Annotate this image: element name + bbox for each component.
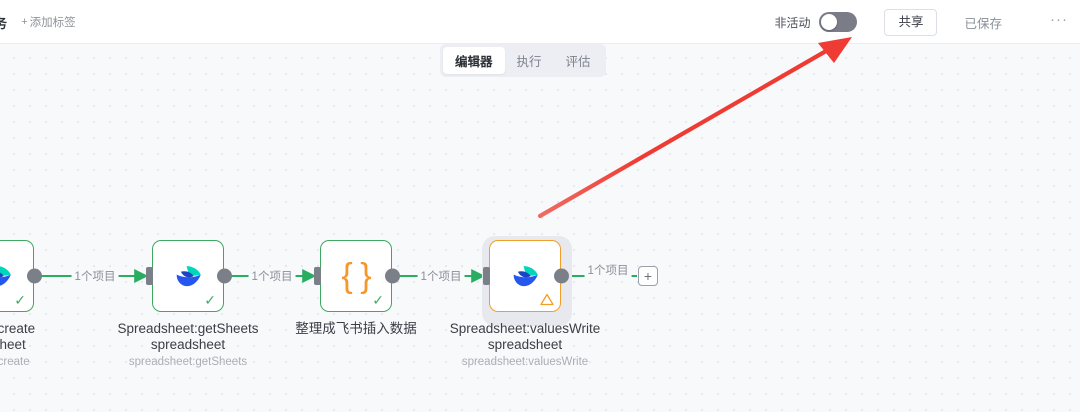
node-output-port[interactable]: [554, 268, 569, 284]
node-status-check-icon: ✓: [14, 292, 26, 308]
code-braces-icon: { }: [341, 257, 371, 295]
node-input-port[interactable]: [146, 267, 153, 285]
tab-evaluations[interactable]: 评估: [565, 55, 591, 69]
feishu-icon: [513, 266, 538, 287]
feishu-icon: [176, 266, 201, 287]
node-lark-spreadsheet-valueswrite[interactable]: [483, 240, 569, 312]
edge-label-2: 1个项目: [248, 268, 296, 284]
plus-icon: +: [21, 15, 28, 28]
node-input-port[interactable]: [314, 267, 321, 285]
node-output-port[interactable]: [27, 268, 42, 284]
toggle-knob: [821, 14, 838, 30]
activation-toggle[interactable]: [819, 12, 858, 32]
header-right-group: 非活动 共享 已保存 ···: [774, 0, 1074, 44]
header-left-group: 务 + 添加标签: [0, 0, 76, 44]
top-header-bar: 务 + 添加标签 非活动 共享 已保存 ···: [0, 0, 1080, 44]
workflow-name[interactable]: 务: [0, 15, 8, 31]
node-status-check-icon: ✓: [372, 292, 384, 308]
share-button[interactable]: 共享: [884, 8, 938, 36]
tab-executions[interactable]: 执行: [516, 55, 542, 69]
add-node-button[interactable]: +: [638, 266, 658, 286]
workflow-canvas[interactable]: 1个项目 1个项目 1个项目 1个项目 ✓ sheet:create eadsh…: [0, 44, 1080, 412]
node-lark-spreadsheet-getsheets[interactable]: ✓: [146, 240, 232, 312]
edge-label-3: 1个项目: [417, 268, 465, 284]
feishu-icon: [0, 266, 11, 286]
tab-editor[interactable]: 编辑器: [443, 47, 505, 74]
node-output-port[interactable]: [217, 268, 232, 284]
add-tag-button[interactable]: + 添加标签: [21, 14, 75, 30]
node-lark-spreadsheet-create[interactable]: ✓: [0, 240, 42, 312]
node-status-check-icon: ✓: [204, 292, 216, 308]
activation-state-label: 非活动: [774, 15, 811, 30]
add-tag-label: 添加标签: [29, 17, 76, 29]
connection-edges: [38, 269, 637, 283]
node-status-warning-icon: [540, 293, 554, 306]
more-options-icon[interactable]: ···: [1050, 11, 1068, 28]
editor-tabs: 编辑器 执行 评估: [440, 44, 606, 77]
edge-label-4: 1个项目: [584, 262, 632, 278]
node-input-port[interactable]: [483, 267, 490, 285]
node-output-port[interactable]: [385, 268, 400, 284]
saved-status-label: 已保存: [964, 16, 1002, 31]
edge-label-1: 1个项目: [71, 268, 119, 284]
node-code-format-feishu-data[interactable]: { } ✓: [314, 240, 400, 312]
